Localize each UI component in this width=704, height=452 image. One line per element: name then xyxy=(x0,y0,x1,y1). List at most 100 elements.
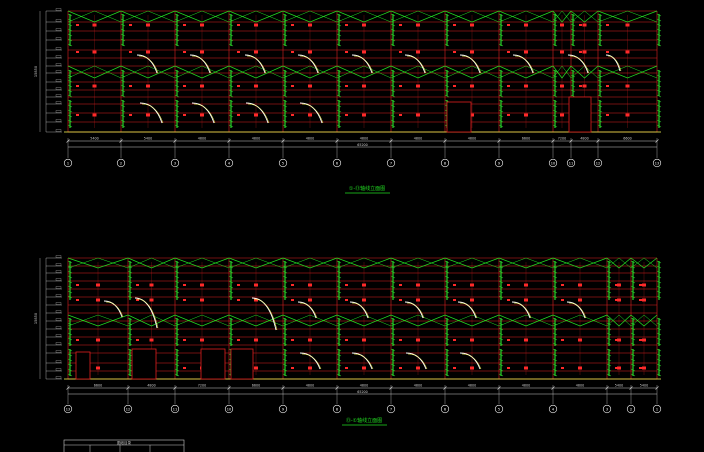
column-tick xyxy=(444,348,450,352)
column-tick xyxy=(498,342,504,346)
beam-marker xyxy=(136,299,139,301)
column-tick xyxy=(336,74,342,78)
elevation-1-title: ①-⑬轴线立面图 xyxy=(349,185,385,192)
column-tick xyxy=(228,18,234,22)
beam-marker xyxy=(639,339,642,341)
dim-tick xyxy=(227,386,231,390)
column-tick xyxy=(390,337,396,341)
level-tag xyxy=(55,110,62,113)
column-tick xyxy=(498,280,504,284)
stair-curve-inner xyxy=(246,55,267,74)
beam-marker xyxy=(399,51,402,53)
column-tick xyxy=(444,18,450,22)
beam-marker xyxy=(92,113,97,117)
beam-marker xyxy=(136,339,139,341)
column-tick xyxy=(336,363,342,367)
axis-label: 10 xyxy=(227,407,231,411)
column-tick xyxy=(174,69,180,73)
column-tick xyxy=(336,317,342,321)
level-tag xyxy=(55,28,62,31)
beam-marker xyxy=(453,51,456,53)
beam-marker xyxy=(200,113,204,117)
column-tick xyxy=(552,337,558,341)
roof-truss xyxy=(552,10,572,23)
column-tick xyxy=(552,23,558,27)
roof-truss-brace xyxy=(552,314,608,327)
beam-marker xyxy=(416,338,420,342)
column-tick xyxy=(67,18,73,22)
column-tick xyxy=(228,327,234,331)
level-tag xyxy=(55,350,62,353)
column-tick xyxy=(127,342,133,346)
column-tick xyxy=(498,348,504,352)
beam-marker xyxy=(524,338,528,342)
stair-curve-inner xyxy=(253,298,278,331)
column-tick xyxy=(67,337,73,341)
column-tick xyxy=(656,348,662,352)
total-dim-label: 65200 xyxy=(357,390,368,394)
beam-marker xyxy=(453,367,456,369)
roof-truss-brace xyxy=(570,10,599,23)
column-tick xyxy=(656,99,662,103)
column-tick xyxy=(606,290,612,294)
level-tag xyxy=(55,101,62,104)
beam-marker xyxy=(254,23,258,27)
roof-truss-brace xyxy=(228,257,284,269)
beam-marker xyxy=(399,339,402,341)
column-tick xyxy=(228,290,234,294)
beam-marker xyxy=(291,114,294,116)
roof-truss xyxy=(120,65,176,79)
axis-bubble xyxy=(494,404,504,414)
column-tick xyxy=(282,373,288,377)
column-tick xyxy=(630,322,636,326)
column-tick xyxy=(498,332,504,336)
level-tag xyxy=(55,318,62,321)
column-tick xyxy=(656,322,662,326)
column-tick xyxy=(282,38,288,42)
column-tick xyxy=(597,104,603,108)
column-tick xyxy=(444,368,450,372)
beam-marker xyxy=(291,284,294,286)
beam-marker xyxy=(578,283,582,287)
roof-truss xyxy=(228,257,284,269)
column-tick xyxy=(120,23,126,27)
column-tick xyxy=(656,79,662,83)
dim-tick xyxy=(335,139,339,143)
beam-marker xyxy=(308,23,312,27)
column-tick xyxy=(390,265,396,269)
column-tick xyxy=(390,295,396,299)
column-tick xyxy=(444,270,450,274)
column-tick xyxy=(656,104,662,108)
column-tick xyxy=(606,332,612,336)
column-tick xyxy=(390,280,396,284)
column-tick xyxy=(390,348,396,352)
column-tick xyxy=(282,275,288,279)
stair-curve-inner xyxy=(141,103,164,124)
column-tick xyxy=(498,69,504,73)
column-tick xyxy=(630,275,636,279)
column-tick xyxy=(127,327,133,331)
axis-label: 5 xyxy=(282,161,284,165)
roof-truss-brace xyxy=(498,314,554,327)
beam-marker xyxy=(200,50,204,54)
column-tick xyxy=(656,368,662,372)
column-tick xyxy=(656,84,662,88)
column-tick xyxy=(120,104,126,108)
beam-marker xyxy=(615,299,618,301)
column-tick xyxy=(630,270,636,274)
axis-label: 6 xyxy=(336,161,338,165)
level-tag xyxy=(55,55,62,58)
roof-truss-brace xyxy=(444,65,500,79)
bay-dim-label: 4800 xyxy=(414,384,422,388)
column-tick xyxy=(656,317,662,321)
axis-bubble xyxy=(602,404,612,414)
column-tick xyxy=(67,104,73,108)
column-tick xyxy=(570,28,576,32)
axis-bubble xyxy=(440,404,450,414)
column-tick xyxy=(498,119,504,123)
column-tick xyxy=(282,99,288,103)
beam-marker xyxy=(561,24,564,26)
column-tick xyxy=(656,373,662,377)
beam-marker xyxy=(416,113,420,117)
column-tick xyxy=(282,327,288,331)
